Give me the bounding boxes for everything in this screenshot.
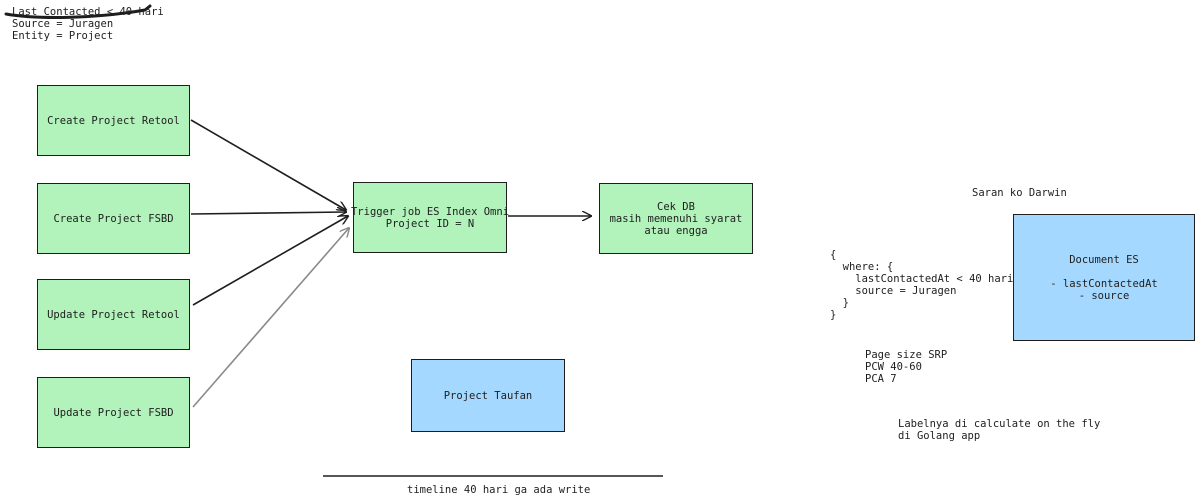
strikethrough-swoosh <box>4 4 152 19</box>
arrow-update-fsbd-to-trigger <box>192 228 349 408</box>
arrow-create-retool-to-trigger <box>190 119 346 210</box>
filter-source: Source = Juragen <box>12 18 114 30</box>
arrow-create-fsbd-to-trigger <box>190 212 346 214</box>
suggestion-title: Saran ko Darwin <box>972 187 1067 199</box>
label-calculation-note: Labelnya di calculate on the fly di Gola… <box>898 418 1101 442</box>
box-document-es[interactable]: Document ES - lastContactedAt - source <box>1013 214 1195 341</box>
box-create-project-retool[interactable]: Create Project Retool <box>37 85 190 156</box>
box-update-project-retool[interactable]: Update Project Retool <box>37 279 190 350</box>
filter-entity: Entity = Project <box>12 30 114 42</box>
box-trigger-job-es-index[interactable]: Trigger job ES Index Omni Project ID = N <box>351 182 509 253</box>
page-size-note: Page size SRP PCW 40-60 PCA 7 <box>865 349 948 385</box>
box-create-project-fsbd[interactable]: Create Project FSBD <box>37 183 190 254</box>
timeline-label: timeline 40 hari ga ada write <box>407 484 591 496</box>
arrow-update-retool-to-trigger <box>192 216 348 306</box>
box-project-taufan[interactable]: Project Taufan <box>411 359 565 432</box>
box-update-project-fsbd[interactable]: Update Project FSBD <box>37 377 190 448</box>
query-code: { where: { lastContactedAt < 40 hari sou… <box>830 249 1014 321</box>
box-cek-db[interactable]: Cek DB masih memenuhi syarat atau engga <box>599 183 753 254</box>
